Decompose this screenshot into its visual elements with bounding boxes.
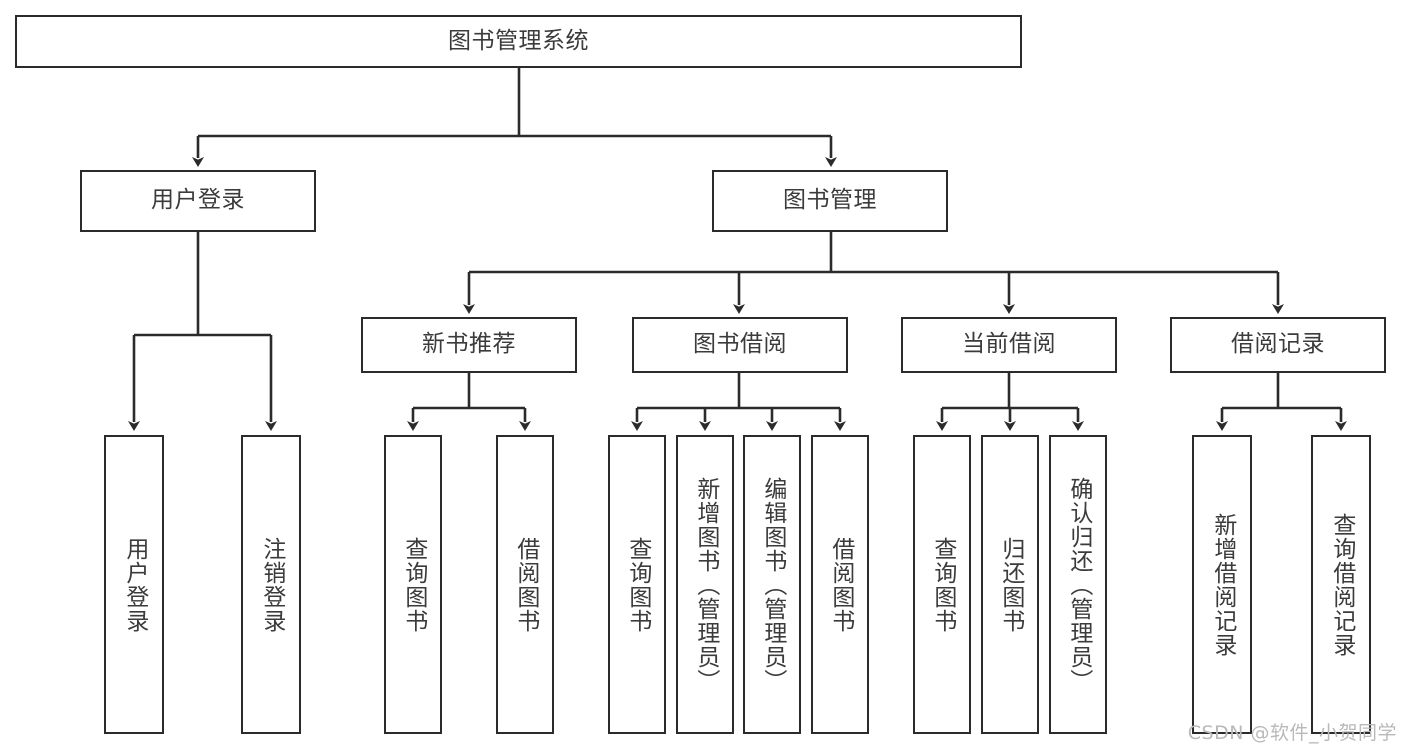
node-label: 借阅记录 — [1231, 331, 1325, 358]
node-current-borrow[interactable]: 当前借阅 — [901, 317, 1117, 373]
node-label: 编辑图书（管理员） — [759, 476, 786, 693]
node-label: 图书管理系统 — [448, 27, 589, 54]
node-label: 查询借阅记录 — [1328, 512, 1355, 657]
node-new-book-recommend[interactable]: 新书推荐 — [361, 317, 577, 373]
leaf-confirm-return-admin[interactable]: 确认归还（管理员） — [1049, 435, 1107, 734]
node-label: 新书推荐 — [422, 331, 516, 358]
node-label: 注销登录 — [258, 536, 285, 633]
node-label: 查询图书 — [400, 536, 427, 633]
node-label: 确认归还（管理员） — [1065, 476, 1092, 693]
node-label: 归还图书 — [997, 536, 1024, 633]
node-borrow-record[interactable]: 借阅记录 — [1170, 317, 1386, 373]
leaf-query-book-borrow[interactable]: 查询图书 — [608, 435, 666, 734]
leaf-borrow-book[interactable]: 借阅图书 — [811, 435, 869, 734]
node-label: 借阅图书 — [827, 536, 854, 633]
leaf-logout-login[interactable]: 注销登录 — [241, 435, 301, 734]
node-label: 借阅图书 — [512, 536, 539, 633]
node-label: 用户登录 — [121, 536, 148, 633]
node-label: 图书借阅 — [693, 331, 787, 358]
node-root-book-management-system[interactable]: 图书管理系统 — [15, 15, 1022, 68]
node-book-borrow[interactable]: 图书借阅 — [632, 317, 848, 373]
node-label: 新增图书（管理员） — [692, 476, 719, 693]
node-label: 新增借阅记录 — [1209, 512, 1236, 657]
node-label: 用户登录 — [151, 187, 245, 214]
leaf-edit-book-admin[interactable]: 编辑图书（管理员） — [743, 435, 801, 734]
node-user-login[interactable]: 用户登录 — [80, 170, 316, 232]
node-label: 查询图书 — [624, 536, 651, 633]
leaf-user-login[interactable]: 用户登录 — [104, 435, 164, 734]
leaf-return-book[interactable]: 归还图书 — [981, 435, 1039, 734]
leaf-query-book-current[interactable]: 查询图书 — [913, 435, 971, 734]
leaf-query-book-recommend[interactable]: 查询图书 — [384, 435, 442, 734]
node-label: 当前借阅 — [962, 331, 1056, 358]
node-book-manage[interactable]: 图书管理 — [712, 170, 948, 232]
node-label: 查询图书 — [929, 536, 956, 633]
node-label: 图书管理 — [783, 187, 877, 214]
leaf-add-borrow-record[interactable]: 新增借阅记录 — [1192, 435, 1252, 734]
leaf-query-borrow-record[interactable]: 查询借阅记录 — [1311, 435, 1371, 734]
leaf-borrow-book-recommend[interactable]: 借阅图书 — [496, 435, 554, 734]
csdn-watermark: CSDN @软件_小贺同学 — [1187, 722, 1397, 744]
leaf-add-book-admin[interactable]: 新增图书（管理员） — [676, 435, 734, 734]
